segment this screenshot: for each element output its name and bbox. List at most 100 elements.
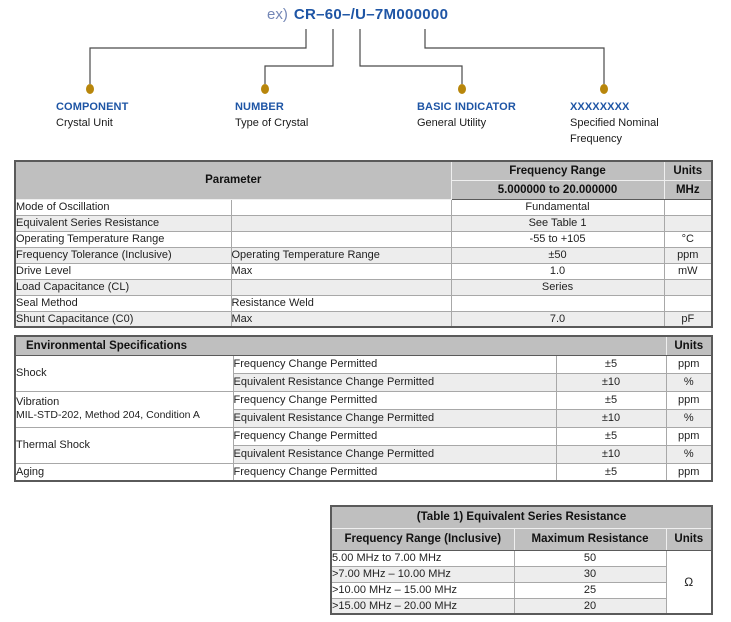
group-name: Vibration: [16, 396, 60, 409]
marker-dot: [600, 84, 608, 94]
marker-dot: [261, 84, 269, 94]
table-row: Equivalent Series Resistance See Table 1: [14, 214, 713, 232]
table-row: Equivalent Resistance Change Permitted ±…: [15, 444, 713, 464]
param-name-cell: Shunt Capacitance (C0): [14, 310, 232, 328]
param-value-cell: 7.0: [450, 310, 665, 328]
param-unit-cell: [663, 294, 713, 312]
esr-range-cell: 5.00 MHz to 7.00 MHz: [330, 549, 515, 567]
param-unit-cell: °C: [663, 230, 713, 248]
param-cond-cell: [230, 278, 452, 296]
esr-range-cell: >10.00 MHz – 15.00 MHz: [330, 581, 515, 599]
esr-value-cell: 25: [513, 581, 667, 599]
label-title: BASIC INDICATOR: [417, 101, 516, 113]
param-name-cell: Load Capacitance (CL): [14, 278, 232, 296]
env-group-aging: Aging: [14, 462, 234, 482]
esr-table: (Table 1) Equivalent Series Resistance F…: [330, 505, 714, 615]
connector-svg: [86, 29, 608, 94]
param-cond-cell: Max: [230, 310, 452, 328]
environmental-table: Environmental Specifications Units Shock…: [14, 335, 713, 482]
col-header-parameter: Parameter: [14, 160, 452, 200]
col-header-max-resistance: Maximum Resistance: [513, 527, 667, 551]
param-unit-cell: [663, 278, 713, 296]
table-row: Shock Frequency Change Permitted ±5 ppm: [14, 354, 713, 392]
param-cond-cell: [230, 198, 452, 216]
label-desc: Specified Nominal: [570, 116, 659, 129]
parameter-table: Parameter Frequency Range Units 5.000000…: [14, 160, 714, 328]
env-value-cell: ±5: [555, 426, 667, 446]
esr-table-title: (Table 1) Equivalent Series Resistance: [330, 505, 713, 529]
env-unit-cell: %: [665, 372, 713, 392]
table-row: >10.00 MHz – 15.00 MHz 25: [330, 581, 712, 599]
table-row: Vibration MIL-STD-202, Method 204, Condi…: [14, 390, 713, 428]
env-group-vibration: Vibration MIL-STD-202, Method 204, Condi…: [14, 390, 234, 428]
label-title: NUMBER: [235, 101, 284, 113]
param-cond-cell: [230, 230, 452, 248]
param-value-cell: 1.0: [450, 262, 665, 280]
env-group-shock: Shock: [14, 354, 234, 392]
param-name-cell: Operating Temperature Range: [14, 230, 232, 248]
env-test-cell: Equivalent Resistance Change Permitted: [232, 408, 557, 428]
col-header-units: Units: [665, 527, 713, 551]
table-row: Equivalent Resistance Change Permitted ±…: [15, 408, 713, 428]
param-cond-cell: Operating Temperature Range: [230, 246, 452, 264]
env-unit-cell: ppm: [665, 462, 713, 482]
marker-dot: [86, 84, 94, 94]
env-unit-cell: %: [665, 408, 713, 428]
param-name-cell: Frequency Tolerance (Inclusive): [14, 246, 232, 264]
label-desc: Crystal Unit: [56, 116, 113, 129]
param-value-cell: ±50: [450, 246, 665, 264]
table-row: Aging Frequency Change Permitted ±5 ppm: [14, 462, 713, 482]
part-number-code: CR–60–/U–7M000000: [293, 6, 449, 23]
connector-line: [264, 29, 334, 84]
param-value-cell: [450, 294, 665, 312]
group-method: MIL-STD-202, Method 204, Condition A: [16, 409, 200, 422]
esr-range-cell: >15.00 MHz – 20.00 MHz: [330, 597, 515, 615]
env-test-cell: Frequency Change Permitted: [232, 354, 557, 374]
env-unit-cell: ppm: [665, 390, 713, 410]
group-name: Aging: [16, 465, 45, 478]
label-title: COMPONENT: [56, 101, 129, 113]
diagram-label-basic-indicator: BASIC INDICATOR General Utility: [417, 100, 516, 132]
param-unit-cell: pF: [663, 310, 713, 328]
esr-units-cell: Ω: [665, 549, 713, 615]
table-row: Seal Method Resistance Weld: [14, 294, 713, 312]
param-unit-cell: mW: [663, 262, 713, 280]
param-name-cell: Seal Method: [14, 294, 232, 312]
diagram-label-component: COMPONENT Crystal Unit: [56, 100, 128, 132]
param-value-cell: -55 to +105: [450, 230, 665, 248]
env-value-cell: ±5: [555, 390, 667, 410]
diagram-label-number: NUMBER Type of Crystal: [235, 100, 308, 132]
param-value-cell: See Table 1: [450, 214, 665, 232]
env-value-cell: ±10: [555, 444, 667, 464]
param-value-cell: Fundamental: [450, 198, 665, 216]
env-test-cell: Frequency Change Permitted: [232, 390, 557, 410]
env-group-thermal-shock: Thermal Shock: [14, 426, 234, 464]
table-row: Load Capacitance (CL) Series: [14, 278, 713, 296]
connector-line: [89, 29, 307, 84]
esr-value-cell: 30: [513, 565, 667, 583]
param-cond-cell: Max: [230, 262, 452, 280]
table-row: Operating Temperature Range -55 to +105 …: [14, 230, 713, 248]
param-unit-cell: [663, 214, 713, 232]
param-unit-cell: [663, 198, 713, 216]
env-value-cell: ±5: [555, 462, 667, 482]
part-number-prefix: ex): [267, 6, 288, 23]
env-test-cell: Equivalent Resistance Change Permitted: [232, 372, 557, 392]
param-unit-cell: ppm: [663, 246, 713, 264]
label-desc: Frequency: [570, 132, 622, 145]
group-name: Shock: [16, 366, 47, 379]
col-header-units: Units: [665, 335, 713, 356]
col-header-units: Units: [663, 160, 713, 181]
table-row: Drive Level Max 1.0 mW: [14, 262, 713, 280]
table-row: Frequency Tolerance (Inclusive) Operatin…: [14, 246, 713, 264]
col-header-frequency-range: Frequency Range (Inclusive): [330, 527, 515, 551]
env-value-cell: ±10: [555, 372, 667, 392]
env-test-cell: Equivalent Resistance Change Permitted: [232, 444, 557, 464]
param-name-cell: Equivalent Series Resistance: [14, 214, 232, 232]
esr-value-cell: 50: [513, 549, 667, 567]
param-value-cell: Series: [450, 278, 665, 296]
frequency-range-value-header: 5.000000 to 20.000000: [450, 179, 665, 200]
param-cond-cell: [230, 214, 452, 232]
env-test-cell: Frequency Change Permitted: [232, 426, 557, 446]
